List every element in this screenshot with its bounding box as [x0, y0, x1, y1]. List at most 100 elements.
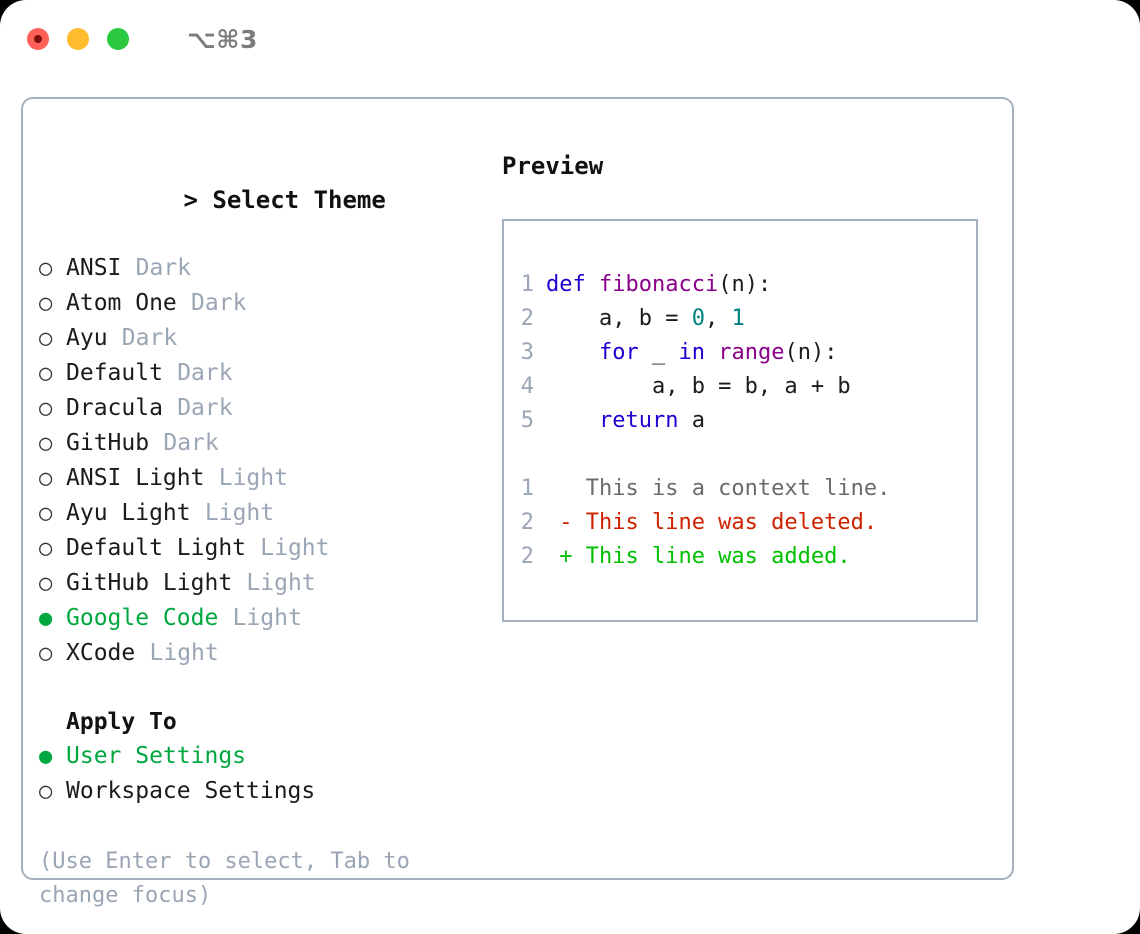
code-line: 3 for _ in range(n): [504, 336, 976, 370]
theme-option-variant: Dark [177, 395, 233, 421]
apply-to-heading: Apply To [66, 709, 177, 735]
token-plain [546, 340, 599, 365]
diff-spacer [504, 438, 976, 472]
diff-line-del: 2 - This line was deleted. [504, 506, 976, 540]
theme-option-variant: Dark [121, 325, 178, 351]
radio-unselected-icon: ○ [39, 291, 53, 316]
diff-line-add: 2 + This line was added. [504, 540, 976, 574]
theme-option-label: Dracula [66, 395, 163, 421]
token-kw: def [546, 272, 599, 297]
diff-line-ctx: 1 This is a context line. [504, 472, 976, 506]
theme-option-label: ANSI Light [66, 465, 205, 491]
line-number: 5 [520, 408, 534, 433]
code-line: 2 a, b = 0, 1 [504, 302, 976, 336]
theme-option-label: Default [66, 360, 163, 386]
theme-option-4[interactable]: ○ Dracula Dark [39, 391, 489, 426]
theme-option-label: ANSI [66, 255, 122, 281]
line-number: 1 [520, 272, 534, 297]
theme-option-label: GitHub Light [66, 570, 233, 596]
close-button[interactable] [27, 28, 49, 50]
traffic-light-group [27, 28, 129, 50]
theme-option-label: GitHub [66, 430, 150, 456]
theme-option-10[interactable]: ● Google Code Light [39, 601, 489, 636]
theme-option-variant: Light [232, 605, 302, 631]
token-plain: _ [638, 340, 679, 365]
radio-unselected-icon: ○ [39, 536, 53, 561]
section-spacer [39, 671, 489, 705]
line-number: 1 [520, 476, 534, 501]
diff-block: 1 This is a context line.2 - This line w… [504, 472, 976, 574]
theme-option-7[interactable]: ○ Ayu Light Light [39, 496, 489, 531]
code-line: 4 a, b = b, a + b [504, 370, 976, 404]
token-num: 0 [691, 306, 705, 331]
theme-option-label: Ayu Light [66, 500, 191, 526]
code-line: 1 def fibonacci(n): [504, 268, 976, 302]
code-line-content: def fibonacci(n): [546, 268, 771, 302]
line-number: 2 [520, 510, 534, 535]
apply-to-list: ●User Settings○Workspace Settings [39, 739, 489, 809]
token-fn: range [718, 340, 785, 365]
diff-line-content: This is a context line. [546, 476, 891, 501]
theme-option-label: XCode [66, 640, 136, 666]
token-kw: in [678, 340, 705, 365]
apply-option-0[interactable]: ●User Settings [39, 739, 489, 774]
code-line-content: for _ in range(n): [546, 336, 837, 370]
theme-option-variant: Light [204, 500, 275, 526]
theme-option-variant: Dark [191, 290, 247, 316]
radio-unselected-icon: ○ [39, 501, 53, 526]
line-number: 4 [520, 374, 534, 399]
theme-option-variant: Light [218, 465, 288, 491]
token-plain: a [678, 408, 705, 433]
theme-option-8[interactable]: ○ Default Light Light [39, 531, 489, 566]
radio-unselected-icon: ○ [39, 466, 53, 491]
theme-option-label: Atom One [66, 290, 177, 316]
theme-option-label: Google Code [66, 605, 219, 631]
theme-option-1[interactable]: ○ Atom One Dark [39, 286, 489, 321]
theme-option-variant: Light [246, 570, 316, 596]
theme-option-6[interactable]: ○ ANSI Light Light [39, 461, 489, 496]
theme-option-variant: Dark [163, 430, 219, 456]
token-kw: return [598, 408, 679, 433]
caret-icon: > [183, 186, 198, 214]
theme-option-variant: Dark [135, 255, 192, 281]
token-plain [705, 340, 718, 365]
radio-unselected-icon: ○ [39, 326, 53, 351]
theme-option-label: Default Light [66, 535, 247, 561]
token-kw: for [598, 340, 639, 365]
token-plain: (n): [718, 272, 772, 297]
theme-option-variant: Dark [177, 360, 233, 386]
radio-unselected-icon: ○ [39, 641, 53, 666]
token-fn: fibonacci [598, 272, 719, 297]
radio-unselected-icon: ○ [39, 779, 53, 804]
maximize-button[interactable] [107, 28, 129, 50]
keyboard-hint: (Use Enter to select, Tab to change focu… [39, 849, 410, 908]
line-number: 3 [520, 340, 534, 365]
window-title: ⌥⌘3 [187, 24, 258, 54]
select-theme-label: Select Theme [212, 186, 386, 214]
code-line-content: return a [546, 404, 705, 438]
code-line: 5 return a [504, 404, 976, 438]
apply-option-1[interactable]: ○Workspace Settings [39, 774, 489, 809]
token-plain: , [704, 306, 732, 331]
select-theme-heading: > Select Theme [39, 149, 489, 251]
token-plain: (n): [784, 340, 838, 365]
diff-line-content: + This line was added. [546, 544, 851, 569]
minimize-button[interactable] [67, 28, 89, 50]
token-num: 1 [731, 306, 745, 331]
radio-unselected-icon: ○ [39, 396, 53, 421]
line-number: 2 [520, 306, 534, 331]
radio-selected-icon: ● [39, 606, 53, 631]
theme-option-variant: Light [260, 535, 330, 561]
line-number: 2 [520, 544, 534, 569]
token-plain: a, b = [546, 306, 692, 331]
